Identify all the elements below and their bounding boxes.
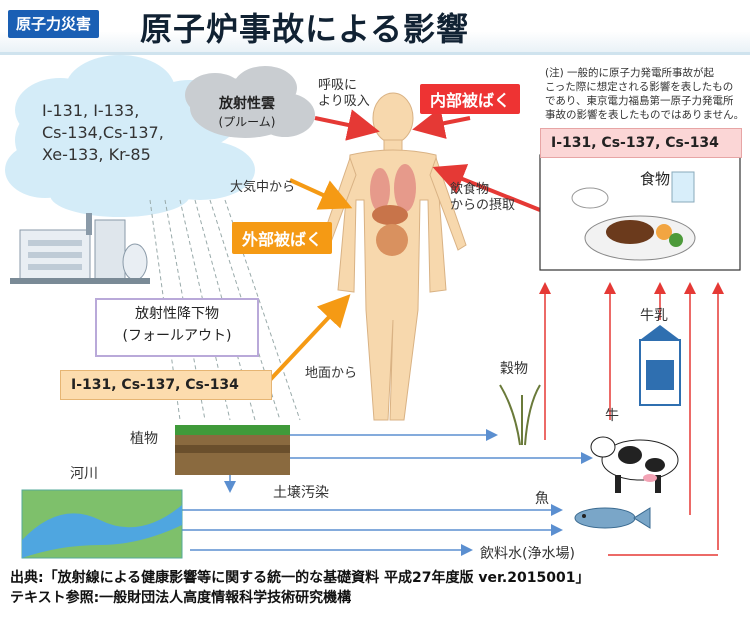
from-air-label: 大気中から	[230, 180, 296, 195]
nuclear-plant-illustration	[10, 213, 150, 284]
internal-exposure-tag: 内部被ばく	[420, 84, 521, 114]
note-line: (注) 一般的に原子力発電所事故が起	[545, 67, 715, 79]
cloud-nuclide-line: Cs-134,Cs-137,	[42, 123, 164, 142]
ingestion-label: 飲食物 からの摂取	[450, 182, 515, 214]
note-line: 事故の影響を表したものではありません。	[545, 109, 745, 121]
cow-illustration	[590, 436, 679, 493]
food-plate-illustration	[571, 171, 696, 261]
drinking-water-label: 飲料水(浄水場)	[480, 546, 575, 562]
note-line: であり、東京電力福島第一原子力発電所	[545, 95, 734, 107]
plume-label: 放射性雲 (プルーム)	[212, 93, 282, 130]
grain-illustration	[499, 384, 541, 446]
breath-label-line: より吸入	[318, 94, 370, 109]
plume-cloud	[185, 66, 315, 138]
breath-label: 呼吸に より吸入	[318, 78, 370, 110]
cow-label: 牛	[605, 408, 619, 424]
cloud-nuclide-line: I-131, I-133,	[42, 101, 140, 120]
fish-illustration	[574, 507, 651, 529]
external-exposure-tag: 外部被ばく	[232, 222, 333, 254]
text-reference: テキスト参照:一般財団法人高度情報科学技術研究機構	[10, 590, 352, 606]
from-ground-label: 地面から	[305, 366, 358, 381]
note-line: こった際に想定される影響を表したもの	[545, 81, 734, 93]
ground-nuclides: I-131, Cs-137, Cs-134	[60, 370, 272, 400]
grain-label: 穀物	[500, 361, 528, 377]
ingestion-label-line: からの摂取	[450, 198, 516, 213]
source-citation: 出典:「放射線による健康影響等に関する統一的な基礎資料 平成27年度版 ver.…	[10, 570, 590, 586]
plume-title: 放射性雲	[219, 96, 275, 112]
category-badge: 原子力災害	[8, 10, 100, 38]
disclaimer-note: (注) 一般的に原子力発電所事故が起 こった際に想定される影響を表したもの であ…	[545, 66, 745, 122]
page-title: 原子炉事故による影響	[140, 10, 470, 48]
breath-label-line: 呼吸に	[318, 78, 358, 93]
food-label: 食物	[640, 170, 671, 188]
food-nuclides: I-131, Cs-137, Cs-134	[540, 128, 742, 158]
fallout-title: 放射性降下物	[135, 306, 219, 322]
soil-contamination-label: 土壌汚染	[273, 485, 329, 501]
fallout-box: 放射性降下物 (フォールアウト)	[95, 298, 259, 357]
soil-block	[175, 425, 290, 475]
milk-carton-illustration	[639, 325, 681, 406]
cloud-nuclide-line: Xe-133, Kr-85	[42, 145, 151, 164]
header-bar	[0, 0, 750, 55]
river-label: 河川	[70, 466, 98, 482]
plant-label: 植物	[130, 431, 158, 447]
fallout-subtitle: (フォールアウト)	[122, 328, 232, 344]
cloud-nuclides: I-131, I-133, Cs-134,Cs-137, Xe-133, Kr-…	[42, 100, 164, 166]
fish-label: 魚	[535, 491, 549, 507]
plume-subtitle: (プルーム)	[218, 115, 276, 129]
footer: 出典:「放射線による健康影響等に関する統一的な基礎資料 平成27年度版 ver.…	[10, 568, 589, 608]
ingestion-label-line: 飲食物	[450, 182, 490, 197]
milk-label: 牛乳	[640, 308, 668, 324]
river-illustration	[21, 489, 183, 559]
